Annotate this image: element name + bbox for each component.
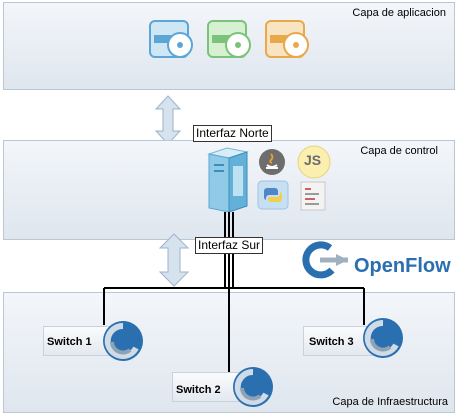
switch-3-label: Switch 3: [309, 336, 354, 348]
switch-router-icon: [233, 367, 273, 407]
north-interface-label: Interfaz Norte: [193, 125, 272, 142]
switch-1-label: Switch 1: [47, 336, 92, 348]
script-icon: [300, 181, 326, 211]
java-icon: [259, 149, 285, 175]
south-interface-label: Interfaz Sur: [195, 237, 264, 254]
javascript-icon-label: JS: [304, 152, 322, 168]
application-icon: [265, 20, 309, 58]
double-arrow-icon: [158, 233, 190, 287]
switch-2-label: Switch 2: [176, 384, 221, 396]
javascript-icon: [297, 145, 331, 179]
infrastructure-layer-title: Capa de Infraestructura: [332, 396, 448, 408]
server-icon: [207, 147, 249, 213]
application-layer-title: Capa de aplicacion: [352, 7, 446, 19]
application-layer: Capa de aplicacion: [3, 2, 455, 90]
application-icon: [207, 20, 251, 58]
switch-router-icon: [103, 321, 143, 361]
openflow-logo-icon: [302, 241, 348, 279]
control-layer-title: Capa de control: [360, 145, 438, 157]
python-icon: [257, 180, 289, 210]
switch-router-icon: [363, 318, 403, 358]
openflow-logo-text: OpenFlow: [354, 255, 451, 277]
application-icon: [149, 20, 193, 58]
